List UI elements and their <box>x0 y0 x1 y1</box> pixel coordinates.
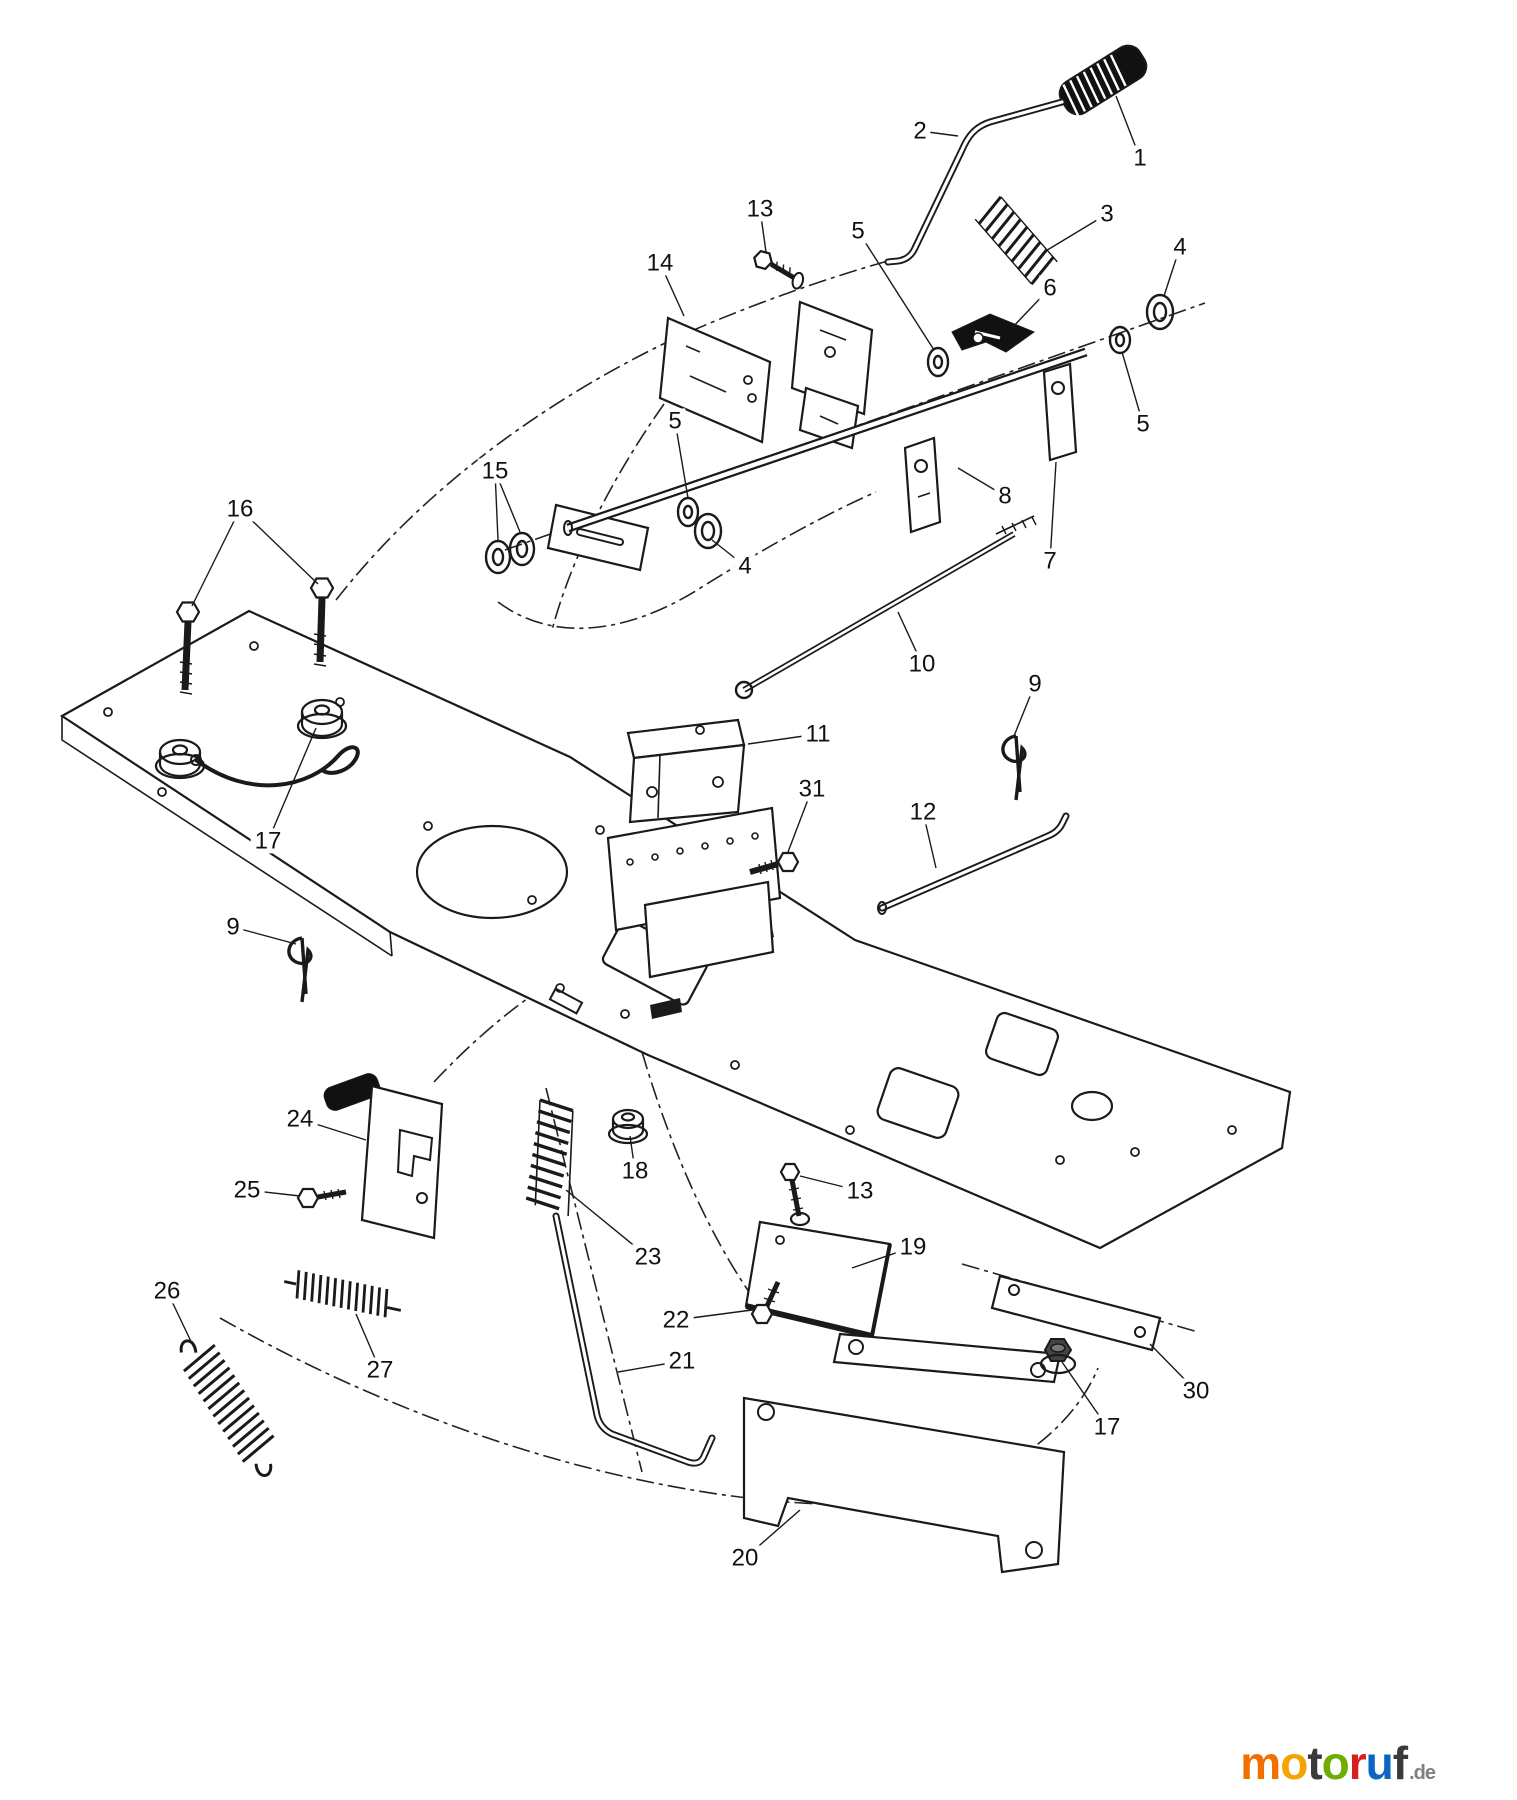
leader-line <box>355 1313 381 1371</box>
leader-line <box>1013 683 1036 737</box>
lift-rod-12 <box>877 812 1070 915</box>
cam-latch-6 <box>951 313 1036 353</box>
motoruf-logo: motoruf.de <box>1240 1737 1436 1789</box>
logo-letter: r <box>1348 1737 1367 1789</box>
lift-lever-rod <box>884 98 1066 266</box>
bracket-plate-14 <box>658 316 772 444</box>
leader-line <box>232 926 297 945</box>
leader-line <box>897 611 923 665</box>
leader-line <box>674 420 689 499</box>
frame-bracket-11 <box>626 718 746 824</box>
leader-line <box>957 467 1006 497</box>
logo-letter: f <box>1392 1737 1408 1789</box>
leader-line <box>191 508 241 607</box>
leader-line <box>1115 95 1141 159</box>
support-strap-30 <box>990 1274 1162 1352</box>
center-support-plates <box>606 806 782 979</box>
cotter-pin-left <box>287 936 313 1003</box>
leader-line <box>629 1135 636 1172</box>
washers-middle <box>484 496 723 575</box>
leader-line <box>246 1189 301 1197</box>
bolt-22 <box>750 1280 781 1325</box>
link-rod-10 <box>734 531 1016 700</box>
leader-line <box>494 470 521 533</box>
logo-letter: u <box>1365 1737 1394 1789</box>
bolt-13-bottom <box>779 1162 811 1227</box>
logo-word: motoruf <box>1240 1737 1408 1789</box>
leader-line <box>267 727 317 842</box>
leader-line <box>799 1175 861 1192</box>
logo-letter: t <box>1307 1737 1322 1789</box>
leader-line <box>659 262 685 317</box>
bolt-31 <box>749 851 800 875</box>
logo-suffix: .de <box>1409 1762 1436 1784</box>
spring-26 <box>179 1339 275 1477</box>
leader-line <box>787 788 813 853</box>
spring-23 <box>525 1098 574 1217</box>
leader-line <box>759 208 767 253</box>
leader-line <box>494 470 499 541</box>
leader-line <box>747 733 819 745</box>
leader-line <box>239 508 319 585</box>
leader-line <box>299 1118 367 1141</box>
leader-line <box>1163 246 1181 297</box>
frame-clip-tab <box>650 998 682 1019</box>
leader-line <box>857 230 935 351</box>
cable-clip <box>190 745 360 788</box>
lift-shaft <box>563 347 1088 536</box>
leader-line <box>1009 287 1051 331</box>
lift-handle-grip <box>1058 44 1148 117</box>
spring-27 <box>283 1270 402 1318</box>
leader-line <box>1149 1343 1197 1392</box>
logo-letter: o <box>1321 1737 1350 1789</box>
shaft-bracket-8 <box>903 436 942 534</box>
nut-18 <box>607 1108 649 1145</box>
leader-line <box>1043 213 1108 253</box>
pivot-bracket <box>790 300 874 450</box>
leader-line <box>919 130 959 137</box>
shaft-end-plate <box>546 503 650 572</box>
leader-line <box>617 1360 683 1373</box>
leader-line <box>1049 461 1057 562</box>
leader-line <box>922 811 937 869</box>
leader-line <box>565 1189 649 1258</box>
leader-line <box>1061 1361 1108 1428</box>
nut-17-bottom <box>1039 1338 1077 1375</box>
leader-line <box>675 1309 753 1321</box>
cotter-pin-right <box>1001 734 1027 801</box>
bolt-25 <box>296 1187 347 1209</box>
lift-rod-21 <box>552 1212 716 1467</box>
logo-letter: o <box>1280 1737 1308 1789</box>
hanger-bracket-24 <box>323 1073 444 1240</box>
hanger-bracket-20 <box>742 1332 1066 1574</box>
nuts-17-left <box>154 698 348 780</box>
bolt-13-top <box>753 249 805 290</box>
leader-line <box>1121 351 1144 425</box>
shaft-bracket-7 <box>995 362 1078 535</box>
compression-spring-3 <box>974 195 1058 286</box>
logo-letter: m <box>1240 1737 1281 1789</box>
leader-line <box>711 539 746 567</box>
washers-right <box>926 293 1175 378</box>
